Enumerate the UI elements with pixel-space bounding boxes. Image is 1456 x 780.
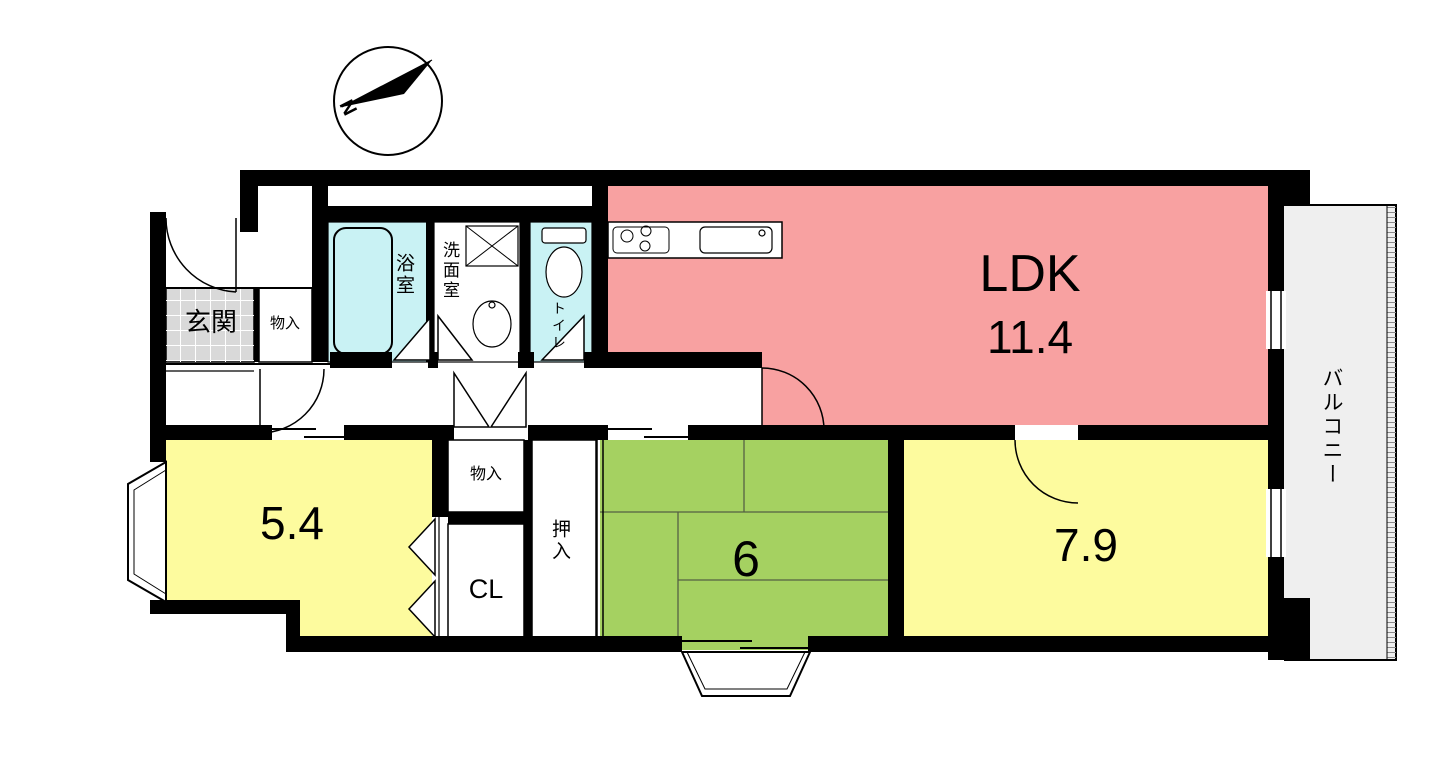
wall-segment [528,425,608,440]
wall-segment [688,425,904,440]
washroom-faucet [488,301,496,309]
fixtures [333,221,783,355]
storage-lower-door-left [453,370,491,428]
wall-segment [448,512,524,524]
wall-segment [330,352,392,368]
kitchen-sink [699,226,773,254]
ldk-size-label: 11.4 [986,311,1074,363]
wall-segment [312,206,600,222]
balcony-area [1284,205,1396,660]
balcony-label: バルコニー [1320,367,1343,487]
wall-segment [254,288,259,362]
wall-segment [312,222,328,362]
wall-segment [150,425,272,440]
oshiire-label: 押入 [549,519,570,563]
tatami-mat-lines [600,440,888,650]
toilet-tank [541,227,587,244]
stove [612,226,670,254]
compass: N [333,46,443,156]
room-7-9-label: 7.9 [1054,519,1118,571]
compass-needle-line [341,59,433,108]
wall-segment [150,600,300,614]
bay-window-inner-line [133,469,167,595]
wall-segment [344,425,448,440]
entrance-door-arc [165,217,237,293]
western-room-7-9 [904,440,1268,650]
window [1266,291,1286,349]
oshiire-room [531,439,597,651]
toilet-door [540,314,585,361]
wall-segment [584,352,762,368]
wall-segment [524,440,532,650]
stove-burner [639,240,651,252]
bathroom-door [392,315,431,361]
storage-upper-room [258,287,313,363]
storage-lower-door-right [489,370,527,428]
wall-segment [426,222,434,362]
toilet-bowl [545,246,583,298]
window [1266,489,1286,557]
walls [150,170,1310,660]
stove-burner [620,229,634,243]
wall-segment [888,440,904,650]
wall-segment [428,352,438,368]
balcony-structure [1284,204,1397,661]
ldk-door-arc [761,367,825,431]
toilet-label: トイレ [551,301,567,352]
closet-label: CL [468,574,504,604]
western-room-5-4 [166,440,432,636]
washing-machine-pan-cross [465,225,519,267]
ldk-label: LDK [979,245,1081,303]
wall-segment [286,636,682,652]
closet-room [447,523,525,651]
doors [165,217,1079,650]
storage-upper-door-arc [259,368,325,434]
bay-window-outline [680,651,812,697]
stove-burner [640,225,652,237]
windows [1266,291,1286,557]
wall-segment [240,170,258,232]
wall-segment [312,186,328,206]
wall-segment [808,636,1310,652]
room-7-9-door-arc [1014,439,1079,504]
washroom-door [437,313,474,361]
bay-window-inner-line [686,651,806,690]
wall-segment [432,425,448,517]
wall-segment [150,212,166,462]
wall-segment [592,186,608,362]
storage-upper-label: 物入 [269,315,300,332]
bay-window-bottom [680,640,812,697]
genkan-label: 玄関 [184,307,237,337]
closet-bifold-door [407,579,436,639]
bay-window-left [127,460,167,604]
wall-segment [518,352,534,368]
bathroom-label: 浴室 [393,253,414,297]
wall-segment [448,425,454,440]
genkan-tile-pattern [166,288,254,362]
tatami-size-label: 6 [732,531,760,587]
closet-bifold-door [407,517,436,577]
wall-segment [1078,425,1268,440]
kitchen-faucet [758,229,766,237]
wall-segment [240,170,1310,186]
bay-window-outline [127,460,167,604]
washroom-sink [472,300,512,348]
wall-segment [904,425,1015,440]
room-5-4-label: 5.4 [260,497,324,549]
balcony-railing-hatch [1387,206,1396,659]
storage-lower-label: 物入 [469,466,502,483]
bathtub [333,227,393,355]
wall-segment [520,222,530,362]
washroom-label: 洗面室 [440,241,459,301]
wall-segment [1268,598,1310,660]
